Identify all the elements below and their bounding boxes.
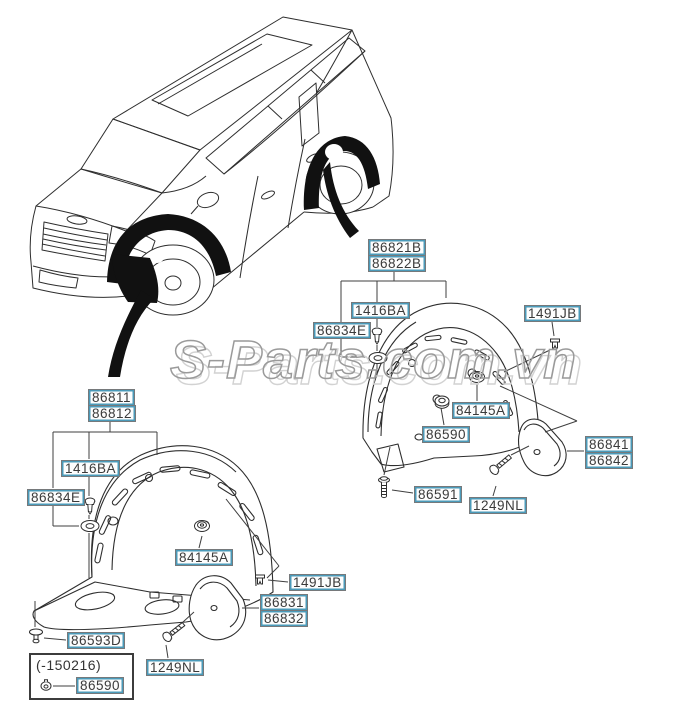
production-date-range: (-150216): [36, 657, 102, 673]
long-bolt-icon: [378, 476, 390, 499]
rear-arch-highlight: [303, 136, 380, 210]
part-label-rear-washer-nut[interactable]: 84145A: [452, 402, 510, 419]
part-label-rear-mudguard-lower[interactable]: 86842: [585, 452, 634, 469]
rear-arrow: [323, 162, 359, 238]
highlighted-wheel-arches: [107, 136, 380, 377]
bolt-icon: [487, 452, 514, 477]
part-label-front-screw[interactable]: 1416BA: [61, 460, 121, 477]
front-mud-guard-drawing: [188, 575, 247, 641]
watermark: S-Parts.com.vn: [170, 330, 577, 390]
liner-rib-slots: [375, 334, 514, 429]
rivet-icon: [29, 628, 43, 644]
hex-nut-icon: [434, 395, 450, 409]
part-label-front-grommet[interactable]: 86834E: [27, 489, 85, 506]
part-label-rear-nut[interactable]: 86590: [422, 426, 471, 443]
front-bumper-highlight: [112, 254, 159, 303]
rear-mud-guard-drawing: [518, 418, 567, 477]
part-label-rear-mud-bolt[interactable]: 1249NL: [469, 497, 528, 514]
leader-lines: [34, 272, 584, 687]
part-label-front-clip[interactable]: 1491JB: [289, 574, 346, 591]
part-label-rear-mudguard-upper[interactable]: 86841: [585, 436, 634, 453]
front-arrow: [108, 290, 154, 377]
part-label-front-mudguard-upper[interactable]: 86831: [260, 594, 309, 611]
part-label-front-rivet[interactable]: 86593D: [67, 632, 126, 649]
part-label-front-liner-lower[interactable]: 86812: [88, 405, 137, 422]
grommet-icon: [80, 520, 100, 532]
part-label-front-mud-bolt[interactable]: 1249NL: [146, 659, 205, 676]
part-label-front-mudguard-lower[interactable]: 86832: [260, 610, 309, 627]
flange-nut-icon: [194, 520, 210, 532]
part-label-rear-liner-lower[interactable]: 86822B: [368, 255, 426, 272]
front-arch-highlight: [107, 214, 231, 284]
watermark-shadow: S-Parts.com.vn: [176, 336, 583, 396]
part-label-rear-screw[interactable]: 1416BA: [351, 302, 411, 319]
rear-wheel-guard-drawing: [362, 302, 540, 473]
screw-icon: [84, 497, 96, 515]
part-label-note-grommet-nut[interactable]: 86590: [76, 677, 125, 694]
production-date-note-box: [29, 653, 134, 700]
van-illustration: [29, 16, 394, 316]
part-label-front-liner-upper[interactable]: 86811: [88, 389, 136, 406]
part-label-front-washer-nut[interactable]: 84145A: [175, 549, 233, 566]
part-label-rear-grommet[interactable]: 86834E: [313, 322, 371, 339]
part-label-rear-bolt[interactable]: 86591: [414, 486, 463, 503]
part-label-rear-clip[interactable]: 1491JB: [524, 305, 581, 322]
liner-rib-slots: [94, 465, 264, 564]
part-label-rear-liner-upper[interactable]: 86821B: [368, 239, 426, 256]
